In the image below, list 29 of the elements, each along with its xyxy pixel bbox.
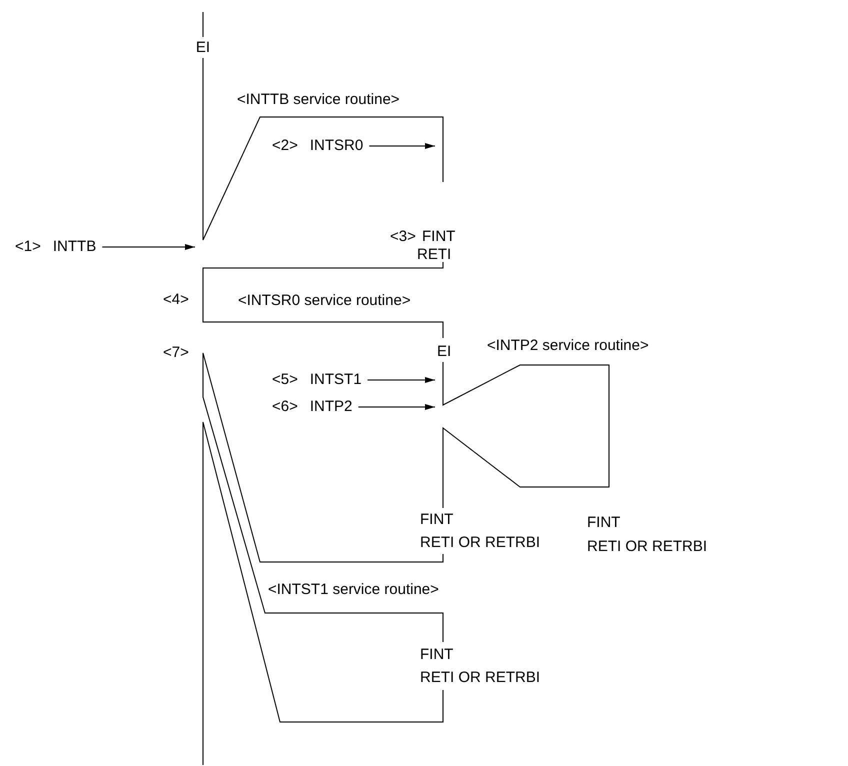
label-text: RETI OR RETRBI bbox=[587, 538, 708, 556]
label-text: FINT bbox=[420, 646, 454, 664]
arrow bbox=[102, 244, 196, 250]
routine-heading: <INTTB service routine> bbox=[237, 91, 400, 109]
arrow bbox=[367, 377, 436, 383]
interrupt-name: INTTB bbox=[52, 238, 96, 256]
routine-heading: <INTP2 service routine> bbox=[487, 337, 649, 355]
step-number: <5> bbox=[272, 371, 298, 389]
label-text: RETI OR RETRBI bbox=[420, 669, 540, 687]
label-text: RETI bbox=[417, 246, 452, 264]
label-text: <4> bbox=[163, 291, 189, 309]
routine-heading: <INTST1 service routine> bbox=[268, 581, 439, 599]
label-text: <7> bbox=[163, 344, 189, 362]
step-number: <2> bbox=[272, 137, 298, 155]
interrupt-name: INTST1 bbox=[310, 371, 362, 389]
label-text: EI bbox=[437, 343, 452, 361]
label-text: FINT bbox=[587, 514, 620, 532]
label-text: FINT bbox=[420, 511, 454, 529]
step-number: <6> bbox=[272, 398, 298, 416]
arrow bbox=[368, 143, 436, 149]
label-text: EI bbox=[196, 39, 210, 57]
interrupt-name: INTSR0 bbox=[310, 137, 364, 155]
label-text: RETI OR RETRBI bbox=[420, 534, 540, 552]
label-text: FINT bbox=[422, 228, 456, 246]
step-number: <1> bbox=[15, 238, 41, 256]
arrow bbox=[358, 404, 436, 410]
routine-heading: <INTSR0 service routine> bbox=[238, 292, 411, 310]
label-text: <3> bbox=[390, 228, 416, 246]
interrupt-name: INTP2 bbox=[310, 398, 352, 416]
